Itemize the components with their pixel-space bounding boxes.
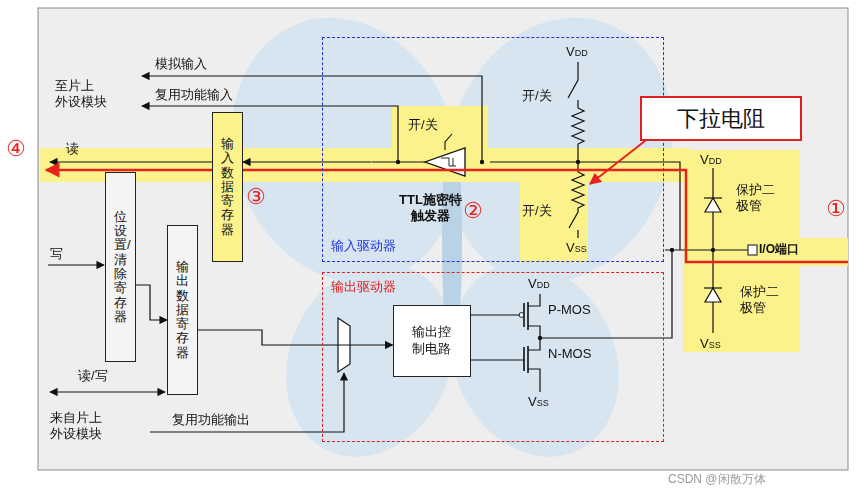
schmitt-trigger: [441, 158, 456, 166]
wire: [50, 391, 165, 392]
node-text: 输出控制电路: [411, 324, 453, 357]
callout-number: ③: [246, 186, 266, 208]
switch-label: 开/关: [522, 88, 552, 104]
io-pin: [748, 245, 757, 255]
highlight: [40, 148, 690, 182]
protection-diode: [705, 288, 721, 302]
wire: [528, 294, 540, 392]
protection-diode: [704, 197, 722, 198]
register-box: 输入数据寄存器: [212, 112, 243, 262]
mos-transistor: [519, 302, 528, 373]
supply-label: VDD: [566, 44, 588, 60]
node-text: 位设置/清除寄存器: [114, 210, 127, 324]
signal-label: 读/写: [78, 368, 108, 384]
register-box: 位设置/清除寄存器: [105, 172, 136, 362]
junction-dot: [576, 160, 580, 164]
node-text: TTL施密特 触发器: [394, 192, 468, 223]
protection-diode: [704, 198, 722, 302]
transistor-label: P-MOS: [548, 302, 591, 318]
pull-resistor-switch: [569, 162, 584, 238]
wire: [471, 359, 524, 360]
node-text: I/O端口: [759, 241, 799, 258]
wire: [142, 76, 482, 162]
wire: [490, 162, 680, 250]
schmitt-trigger: [445, 134, 452, 150]
protection-diode: [705, 198, 721, 212]
region-title: 输入驱动器: [331, 237, 396, 255]
signal-label: 读: [66, 141, 79, 157]
supply-label: VDD: [528, 276, 550, 292]
callout-box: 下拉电阻: [640, 96, 802, 141]
driver-region: 输入驱动器 TTL施密特 触发器: [322, 37, 664, 262]
junction-dot: [396, 160, 400, 164]
signal-label: 模拟输入: [155, 56, 207, 72]
process-box: 输出控制电路: [393, 305, 471, 377]
diode-label: 保护二极管: [736, 182, 778, 215]
junction-dot: [480, 160, 484, 164]
wire: [665, 249, 748, 250]
schmitt-trigger: [425, 148, 465, 176]
signal-connector: [243, 161, 372, 162]
supply-label: VDD: [700, 152, 722, 168]
junction-dot: [711, 248, 715, 252]
panel-background: [38, 8, 848, 470]
transistor-label: N-MOS: [548, 346, 591, 362]
node-text: 输入数据寄存器: [221, 137, 234, 237]
mos-transistor: [519, 313, 524, 318]
module-label: 来自片上 外设模块: [50, 410, 104, 443]
schmitt-trigger-box: TTL施密特 触发器: [372, 140, 490, 224]
ground-label: VSS: [566, 240, 587, 256]
switch-label: 开/关: [408, 117, 438, 133]
port-label-box: I/O端口: [759, 238, 831, 260]
signal-connector: [136, 285, 167, 320]
signal-label: 写: [50, 246, 63, 262]
module-label: 至片上 外设模块: [55, 78, 109, 111]
driver-region: 输出驱动器输出控制电路: [322, 272, 664, 442]
signal-connector: [198, 330, 393, 345]
wire: [142, 106, 398, 162]
switch-label: 开/关: [522, 203, 552, 219]
highlight: [683, 150, 800, 352]
callout-number: ②: [463, 200, 483, 222]
signal-label: 复用功能输出: [172, 412, 250, 428]
callout-leader: [590, 137, 650, 184]
callout-number: ④: [6, 138, 26, 160]
mos-transistor: [524, 302, 528, 373]
protection-diode: [704, 287, 722, 288]
pull-resistor-switch: [568, 62, 584, 162]
butterfly-watermark: [195, 0, 709, 484]
ground-label: VSS: [528, 394, 549, 410]
node-text: 输出数据寄存器: [176, 260, 189, 360]
register-box: 输出数据寄存器: [167, 225, 198, 395]
region-title: 输出驱动器: [331, 278, 396, 296]
junction-dot: [538, 336, 542, 340]
junction-dot: [670, 248, 674, 252]
wire: [48, 264, 104, 265]
node-text: 下拉电阻: [677, 104, 765, 134]
callout-number: ①: [826, 198, 846, 220]
ground-label: VSS: [700, 336, 721, 352]
watermark: CSDN @闲散万体: [668, 472, 766, 486]
diode-label: 保护二极管: [740, 284, 782, 317]
wire: [50, 161, 212, 162]
wire: [540, 250, 672, 338]
pull-resistor-switch: [568, 62, 584, 238]
wire: [471, 314, 519, 315]
signal-label: 复用功能输入: [155, 87, 233, 103]
